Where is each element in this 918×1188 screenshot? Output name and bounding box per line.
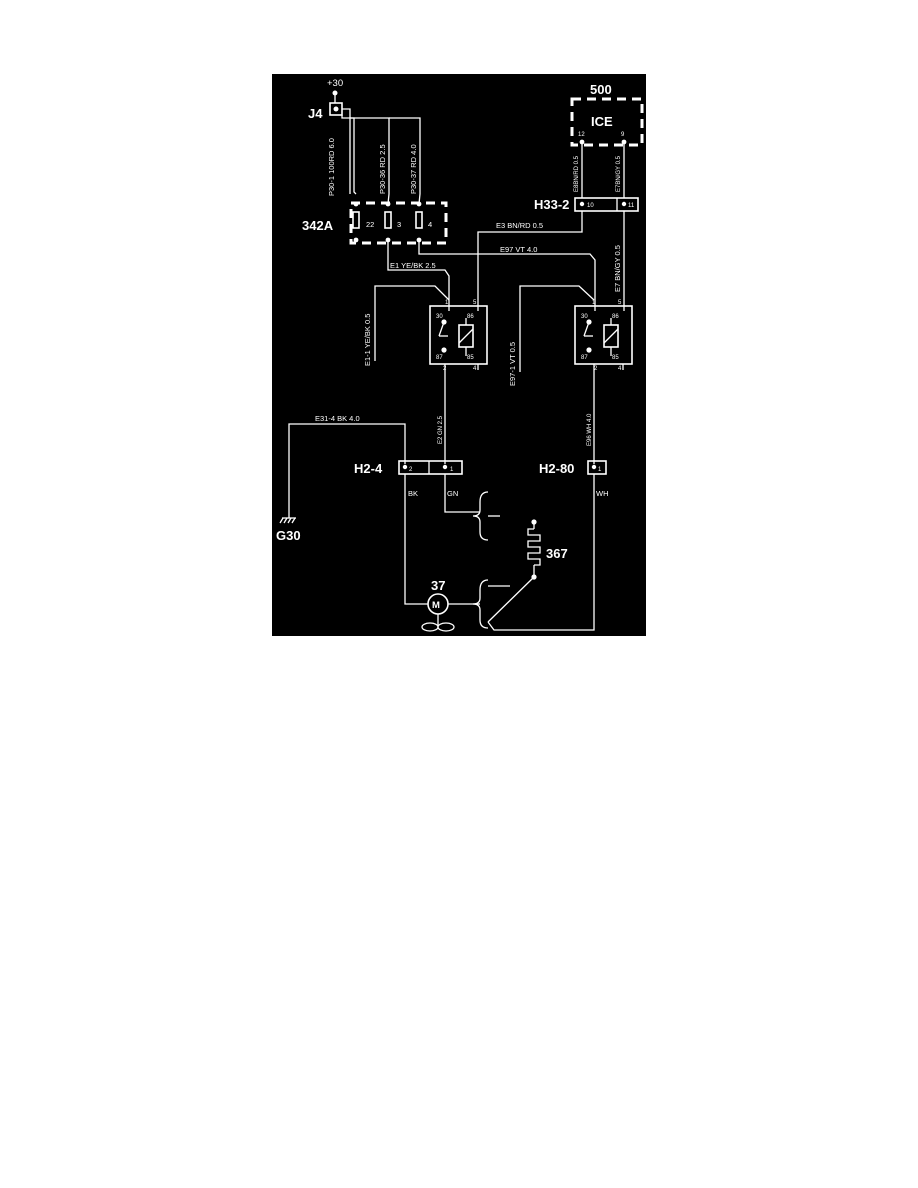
motor-label: 37 [431,578,445,593]
wiring-diagram: +30 J4 P30-1 100RD 6.0 P30-36 RD 2.5 P30… [272,74,646,636]
wire-wh [487,474,595,631]
wire-p30-37 [389,117,421,205]
wire-label-e7-top: E7BN/GY 0.5 [616,155,622,192]
relay-left-p86: 86 [467,314,474,320]
h2-80-connector [587,460,607,475]
relay-left-feed [374,285,450,361]
wire-label-e96: E96 WH 4.0 [587,413,593,446]
fuse-box [349,201,448,245]
h33-pin-left: 10 [587,203,594,209]
ice-pin-right: 9 [621,132,625,138]
wire-label-e97: E97 VT 4.0 [500,245,537,254]
wire-label-p30-37: P30-37 RD 4.0 [409,144,418,194]
wire-e97 [418,242,596,311]
brace-upper [472,491,489,541]
relay-right-switch-symbol [583,318,619,356]
relay-left-p87: 87 [436,355,443,361]
relay-right-n1: 1 [592,300,596,306]
h33-pin-left-dot [579,201,585,207]
motor-m-label: M [432,600,440,611]
wire-label-e2: E2 GN 2.5 [438,415,444,444]
j4-label: J4 [308,106,323,121]
relay-right [574,305,633,365]
h2-4-gn-label: GN [447,489,458,498]
h2-4-connector [398,460,463,475]
fuse-22 [352,201,360,243]
h2-80-pin-dot [591,464,597,470]
ground-symbol [279,517,296,524]
wire-label-e97-1: E97-1 VT 0.5 [508,342,517,386]
h2-4-pin-left-dot [402,464,408,470]
resistor-wiper-wire [487,576,535,623]
j4-dot [333,106,339,112]
wire-label-e1: E1 YE/BK 2.5 [390,261,436,270]
relay-right-p86: 86 [612,314,619,320]
fuse-4 [415,201,423,243]
relay-left-switch-symbol [438,318,474,356]
h2-4-pin-right: 1 [450,467,454,473]
relay-right-p87: 87 [581,355,588,361]
fan-icon [421,614,455,632]
wire-e31 [288,423,406,518]
supply-label: +30 [327,78,343,89]
relay-right-n4: 4 [618,366,622,372]
relay-left [429,305,488,365]
relay-left-n1: 1 [445,300,449,306]
resistor-367-symbol [527,519,541,580]
wire-p30-1 [342,108,351,194]
relay-right-p30: 30 [581,314,588,320]
relay-right-n2: 2 [594,366,598,372]
wire-bk-motor [404,474,428,605]
wiring-diagram-svg: +30 J4 P30-1 100RD 6.0 P30-36 RD 2.5 P30… [276,78,644,632]
wire-j4-drop [341,115,357,195]
wire-e1 [387,242,450,311]
relay-left-n5: 5 [473,300,477,306]
ice-number-label: 500 [590,82,612,97]
h33-connector [574,197,639,212]
relay-left-p30: 30 [436,314,443,320]
wire-gn [444,474,480,513]
relay-left-p85: 85 [467,355,474,361]
wire-label-e3: E3 BN/RD 0.5 [496,221,543,230]
h2-4-bk-label: BK [408,489,418,498]
ice-module [570,97,644,147]
fuse-3-label: 3 [397,220,401,229]
h2-4-pin-right-dot [442,464,448,470]
h2-4-label: H2-4 [354,461,383,476]
wire-label-p30-36: P30-36 RD 2.5 [378,144,387,194]
resistor-label: 367 [546,546,568,561]
ice-label: ICE [591,114,613,129]
wire-e3 [477,211,583,311]
h2-4-pin-left: 2 [409,467,413,473]
relay-right-p85: 85 [612,355,619,361]
brace-lower [472,579,489,629]
wire-label-e8: E8BN/RD 0.5 [574,155,580,192]
h33-label: H33-2 [534,197,569,212]
relay-right-n5: 5 [618,300,622,306]
wire-label-p30-1: P30-1 100RD 6.0 [327,138,336,196]
ice-pin-left: 12 [578,132,585,138]
fuse-3 [384,201,392,243]
wire-p30-36 [350,117,390,205]
relay-right-feed [519,285,595,372]
ground-label: G30 [276,528,301,543]
wire-label-e1-1: E1-1 YE/BK 0.5 [363,314,372,366]
h33-pin-right: 11 [628,203,635,209]
h2-80-pin: 1 [598,467,602,473]
fuse-box-label: 342A [302,218,334,233]
h2-80-label: H2-80 [539,461,574,476]
relay-left-n4: 4 [473,366,477,372]
h2-80-wh-label: WH [596,489,609,498]
wire-label-e31: E31-4 BK 4.0 [315,414,360,423]
fuse-22-label: 22 [366,220,374,229]
wire-label-e7: E7 BN/GY 0.5 [613,245,622,292]
h33-pin-right-dot [621,201,627,207]
fuse-4-label: 4 [428,220,432,229]
